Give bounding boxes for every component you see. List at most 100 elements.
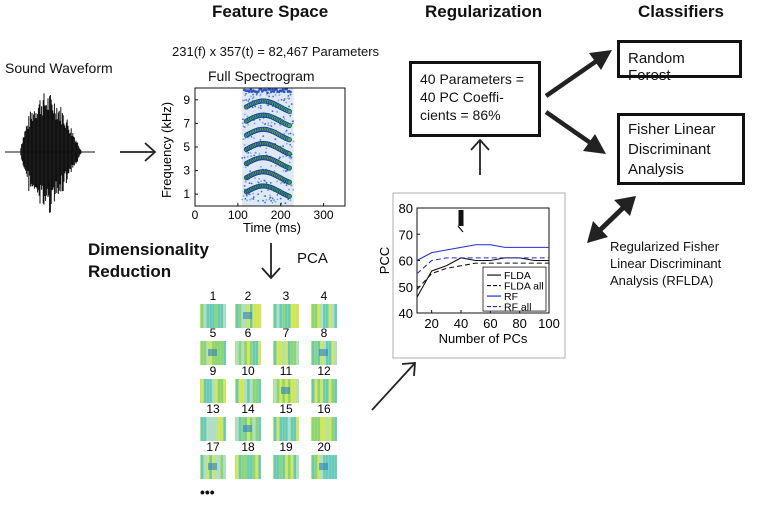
pc-thumbnail-stripe — [258, 455, 261, 479]
pc-thumbnail-stripe — [328, 341, 332, 365]
pc-thumbnail-stripe — [314, 455, 318, 479]
pc-thumbnail-stripe — [274, 304, 277, 328]
spectrogram-speckle — [247, 152, 250, 154]
pc-thumbnail-stripe — [314, 417, 318, 441]
pc-thumbnail-stripe — [217, 341, 221, 365]
spectrogram-speckle — [283, 98, 286, 100]
chart-series-flda — [416, 257, 549, 298]
spectrogram-speckle — [256, 180, 259, 183]
spectrogram-speckle — [278, 94, 281, 96]
spectrogram-speckle — [278, 157, 281, 160]
spectrogram-speckle — [269, 124, 272, 127]
pc-thumbnail-stripe — [293, 379, 296, 403]
spectrogram-speckle — [259, 107, 262, 110]
pc-number-label: 18 — [241, 440, 255, 454]
spectrogram-speckle — [250, 95, 252, 98]
spectrogram-speckle — [252, 93, 254, 96]
spectrogram-speckle — [291, 122, 294, 125]
spectrogram-speckle — [252, 196, 255, 199]
pc-thumbnail-stripe — [244, 455, 247, 479]
pc-thumbnail-stripe — [203, 455, 207, 479]
spectrogram-speckle — [289, 132, 292, 135]
chart-xtick-label: 100 — [538, 316, 560, 331]
pc-thumbnail-stripe — [252, 379, 256, 403]
sound-waveform-icon — [20, 93, 83, 213]
spectrogram-speckle — [268, 92, 271, 95]
spectrogram-speckle — [282, 145, 284, 147]
spectrogram-speckle — [243, 113, 246, 116]
spectrogram-speckle — [264, 122, 267, 125]
pc-thumbnail-stripe — [276, 341, 280, 365]
chart-ytick-label: 70 — [399, 227, 413, 242]
spectrogram-speckle — [244, 180, 247, 183]
pc-thumbnail-stripe — [252, 341, 256, 365]
pc-thumbnail-stripe — [279, 455, 282, 479]
spectrogram-speckle — [247, 124, 250, 126]
arrow-to-fisher-icon — [544, 110, 606, 154]
pc-thumbnail-stripe — [276, 379, 280, 403]
pc-thumbnail-stripe — [201, 379, 204, 403]
pc-thumbnail-stripe — [250, 455, 253, 479]
spectrogram-speckle — [282, 169, 285, 172]
spectrogram-speckle — [276, 110, 279, 113]
pc-thumbnail-stripe — [290, 379, 294, 403]
pc-thumbnail-stripe — [279, 341, 282, 365]
spectrogram-speckle — [246, 115, 249, 118]
pc-thumbnail-stripe — [217, 455, 221, 479]
spectrogram-speckle — [254, 177, 256, 180]
spectrogram-speckle — [279, 156, 281, 159]
pc-thumbnail-stripe — [250, 379, 253, 403]
pc-number-label: 2 — [245, 289, 252, 303]
arrow-up-regularization-icon — [470, 138, 490, 175]
pc-number-label: 1 — [210, 289, 217, 303]
sound-waveform-label: Sound Waveform — [5, 60, 113, 76]
pc-thumbnail-stripe — [209, 304, 212, 328]
pc-thumbnail-stripe — [274, 455, 277, 479]
rflda-line3: Analysis (RFLDA) — [610, 273, 714, 288]
pc-thumbnail-stripe — [326, 417, 329, 441]
pc-thumbnail-stripe — [238, 417, 242, 441]
pc-thumbnail-stripe — [296, 341, 299, 365]
pc-thumbnail-stripe — [317, 304, 320, 328]
pc-thumbnail-stripe — [220, 341, 223, 365]
pc-thumbnail-stripe — [293, 341, 296, 365]
rflda-line2: Linear Discriminant — [610, 256, 722, 271]
pc-thumbnail-stripe — [312, 379, 315, 403]
spectrogram-speckle — [248, 90, 251, 93]
pc-number-label: 8 — [321, 326, 328, 340]
spectrogram-speckle — [282, 155, 285, 158]
spectrogram-speckle — [243, 185, 246, 187]
spectrogram-speckle — [247, 100, 250, 102]
spectrogram-speckle — [259, 104, 262, 107]
spectrogram-speckle — [277, 99, 280, 102]
pc-thumbnail-stripe — [290, 304, 294, 328]
spectrogram-speckle — [257, 193, 260, 196]
pc-thumbnail-stripe — [252, 304, 256, 328]
pc-thumbnail-stripe — [212, 304, 215, 328]
spectrogram-band — [287, 123, 292, 128]
spectrogram-xlabel: Time (ms) — [243, 220, 301, 235]
spectrogram-speckle — [248, 98, 251, 101]
pc-thumbnail-stripe — [279, 417, 282, 441]
pc-thumbnail-stripe — [288, 341, 291, 365]
pc-thumbnail-stripe — [238, 304, 242, 328]
spectrogram-speckle — [244, 197, 247, 200]
spectrogram-speckle — [281, 88, 285, 92]
spectrogram-speckle — [254, 151, 257, 154]
pc-thumbnail-stripe — [258, 379, 261, 403]
spectrogram-speckle — [276, 198, 279, 201]
spectrogram-speckle — [260, 180, 263, 183]
spectrogram-speckle — [284, 130, 287, 133]
pc-thumbnail-stripe — [288, 304, 291, 328]
spectrogram-speckle — [258, 118, 261, 121]
spectrogram-speckle — [281, 181, 284, 184]
pc-thumbnail-stripe — [328, 379, 332, 403]
pc-thumbnail-stripe — [203, 417, 207, 441]
spectrogram-speckle — [283, 118, 286, 120]
spectrogram-speckle — [267, 122, 270, 125]
spectrogram-speckle — [249, 170, 252, 173]
spectrogram-speckle — [251, 106, 254, 109]
pc-thumbnail-stripe — [236, 341, 239, 365]
pc-thumbnail-stripe — [274, 341, 277, 365]
